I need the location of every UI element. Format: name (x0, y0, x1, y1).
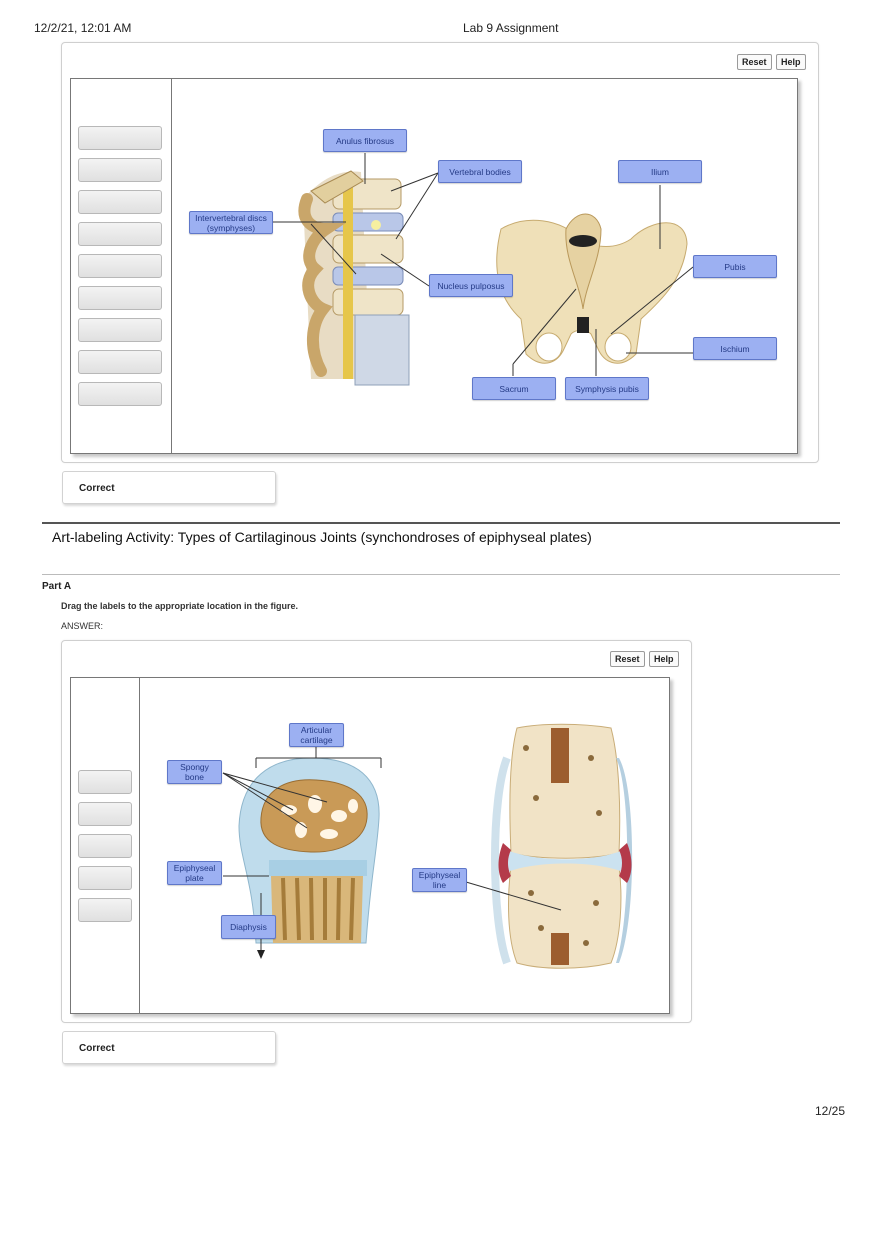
label-slot[interactable] (78, 318, 162, 342)
leader-lines (271, 153, 694, 376)
epiphyseal-plate-illustration (222, 723, 633, 969)
activity-title: Art-labeling Activity: Types of Cartilag… (52, 529, 592, 545)
label-intervertebral-discs[interactable]: Intervertebral discs (symphyses) (189, 211, 273, 234)
instruction-text: Drag the labels to the appropriate locat… (61, 601, 299, 611)
arrow-down-icon (257, 950, 265, 959)
label-slot[interactable] (78, 158, 162, 182)
bone-end-image (238, 757, 380, 944)
label-slot[interactable] (78, 126, 162, 150)
label-tray (71, 678, 140, 1013)
pelvis-image (496, 213, 688, 364)
label-symphysis-pubis[interactable]: Symphysis pubis (565, 377, 649, 400)
label-epiphyseal-line[interactable]: Epiphyseal line (412, 868, 467, 892)
print-datetime: 12/2/21, 12:01 AM (34, 21, 132, 35)
label-ischium[interactable]: Ischium (693, 337, 777, 360)
page-number: 12/25 (815, 1104, 846, 1118)
feedback-correct: Correct (62, 471, 276, 504)
vertebral-column-image (298, 170, 410, 386)
section-divider-thin (42, 574, 840, 575)
labeling-canvas: Anulus fibrosus Vertebral bodies Ilium I… (70, 78, 798, 454)
label-nucleus-pulposus[interactable]: Nucleus pulposus (429, 274, 513, 297)
print-title: Lab 9 Assignment (463, 21, 559, 35)
label-slot[interactable] (78, 286, 162, 310)
label-anulus-fibrosus[interactable]: Anulus fibrosus (323, 129, 407, 152)
label-ilium[interactable]: Ilium (618, 160, 702, 183)
label-diaphysis[interactable]: Diaphysis (221, 915, 276, 939)
label-spongy-bone[interactable]: Spongy bone (167, 760, 222, 784)
label-slot[interactable] (78, 898, 132, 922)
joint-image (491, 723, 633, 969)
label-slot[interactable] (78, 834, 132, 858)
label-vertebral-bodies[interactable]: Vertebral bodies (438, 160, 522, 183)
label-articular-cartilage[interactable]: Articular cartilage (289, 723, 344, 747)
reset-button[interactable]: Reset (610, 651, 645, 667)
label-slot[interactable] (78, 254, 162, 278)
label-slot[interactable] (78, 382, 162, 406)
label-slot[interactable] (78, 866, 132, 890)
label-epiphyseal-plate[interactable]: Epiphyseal plate (167, 861, 222, 885)
help-button[interactable]: Help (776, 54, 806, 70)
label-slot[interactable] (78, 190, 162, 214)
label-slot[interactable] (78, 222, 162, 246)
part-heading: Part A (42, 581, 72, 592)
reset-button[interactable]: Reset (737, 54, 772, 70)
section-divider (42, 522, 840, 524)
label-slot[interactable] (78, 350, 162, 374)
answer-label: ANSWER: (61, 621, 104, 631)
label-sacrum[interactable]: Sacrum (472, 377, 556, 400)
feedback-correct: Correct (62, 1031, 276, 1064)
spine-pelvis-illustration (271, 153, 694, 386)
label-pubis[interactable]: Pubis (693, 255, 777, 278)
labeling-canvas: Articular cartilage Spongy bone Epiphyse… (70, 677, 670, 1014)
label-slot[interactable] (78, 770, 132, 794)
label-slot[interactable] (78, 802, 132, 826)
help-button[interactable]: Help (649, 651, 679, 667)
label-tray (71, 79, 172, 453)
